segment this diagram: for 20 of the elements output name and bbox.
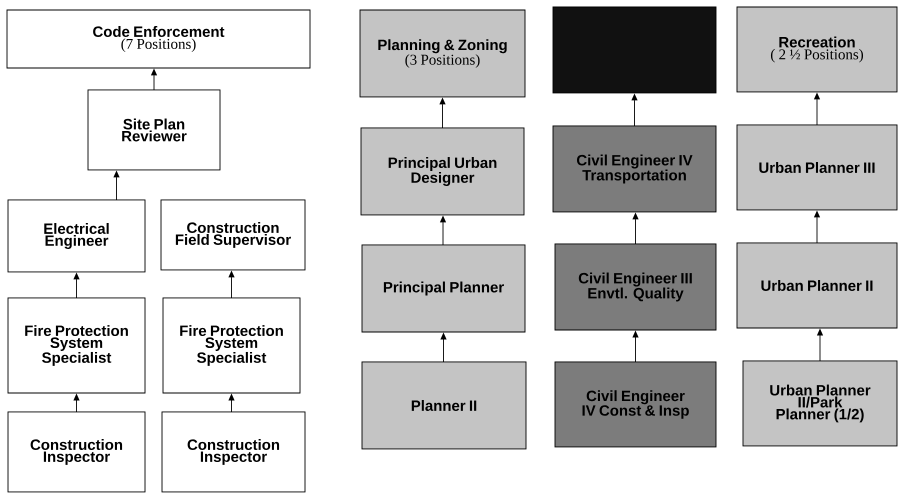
position-box: Principal Urban Designer (360, 128, 524, 216)
position-box: Civil Engineer III Envtl. Quality (554, 244, 716, 330)
position-box: Construction Inspector (8, 412, 146, 492)
position-box: Electrical Engineer (8, 200, 146, 272)
position-box: Principal Planner (362, 244, 526, 332)
position-box: Construction Field Supervisor (160, 200, 306, 270)
position-box (552, 6, 716, 94)
position-box: Urban Planner II (736, 242, 898, 328)
position-box: Civil Engineer IV Const & Insp (554, 362, 716, 448)
position-box: Fire Protection System Specialist (162, 298, 300, 394)
position-box: Civil Engineer IV Transportation (552, 126, 716, 212)
position-box: Planning & Zoning (3 Positions) (360, 10, 526, 98)
position-box: Urban Planner II/Park Planner (1/2) (742, 360, 898, 446)
position-box: Fire Protection System Specialist (8, 298, 146, 394)
position-box: Urban Planner III (736, 124, 898, 210)
position-box: Code Enforcement (7 Positions) (6, 10, 310, 68)
position-box: Planner II (362, 362, 526, 450)
position-box: Recreation ( 2 ½ Positions) (736, 6, 898, 92)
position-box: Construction Inspector (162, 412, 306, 492)
position-box: Site Plan Reviewer (88, 90, 220, 170)
